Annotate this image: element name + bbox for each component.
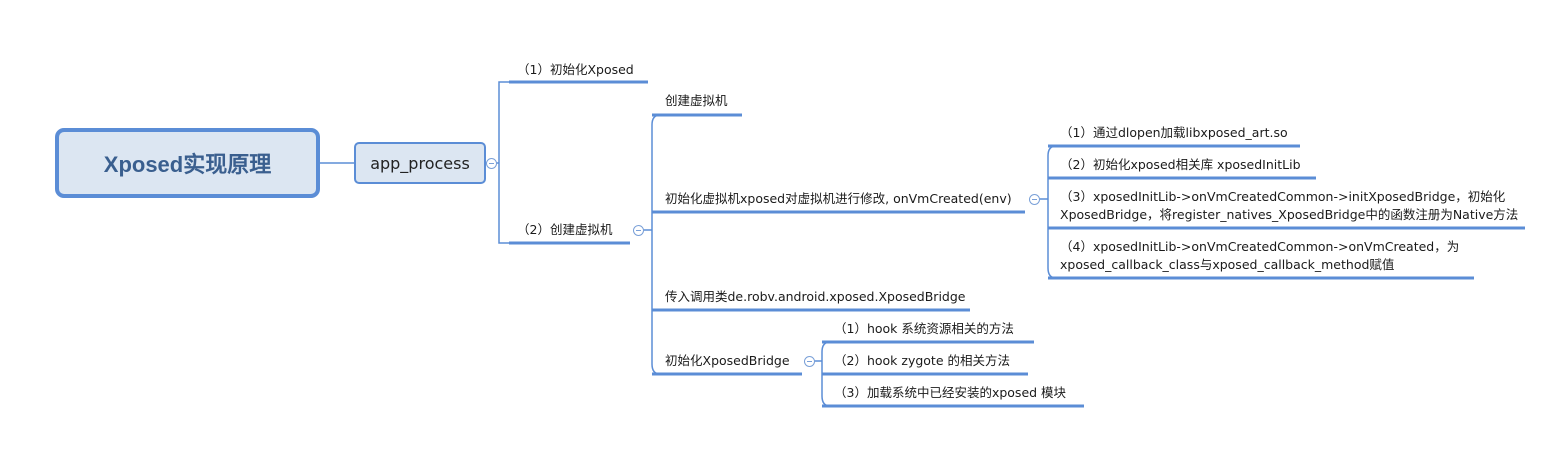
topic-create-vm[interactable]: （2）创建虚拟机: [517, 222, 613, 237]
collapse-icon[interactable]: [486, 158, 497, 169]
vm-step-3-line-2: XposedBridge，将register_natives_XposedBri…: [1060, 207, 1519, 222]
subtopic-init-vm[interactable]: 初始化虚拟机xposed对虚拟机进行修改, onVmCreated(env): [665, 191, 1012, 206]
subtopic-init-bridge[interactable]: 初始化XposedBridge: [665, 353, 790, 368]
collapse-icon[interactable]: [1029, 194, 1040, 205]
collapse-icon[interactable]: [633, 225, 644, 236]
collapse-icon[interactable]: [804, 356, 815, 367]
subtopic-create-vm[interactable]: 创建虚拟机: [665, 93, 728, 108]
bridge-step-1[interactable]: （1）hook 系统资源相关的方法: [834, 321, 1014, 336]
vm-step-1[interactable]: （1）通过dlopen加载libxposed_art.so: [1060, 125, 1288, 140]
main-topic-app-process[interactable]: app_process: [354, 142, 486, 184]
vm-step-4-line-2: xposed_callback_class与xposed_callback_me…: [1060, 257, 1395, 272]
subtopic-pass-class[interactable]: 传入调用类de.robv.android.xposed.XposedBridge: [665, 289, 966, 304]
vm-step-3-line-1: （3）xposedInitLib->onVmCreatedCommon->ini…: [1060, 189, 1506, 204]
vm-step-3[interactable]: （3）xposedInitLib->onVmCreatedCommon->ini…: [1060, 188, 1518, 224]
bridge-step-3[interactable]: （3）加载系统中已经安装的xposed 模块: [834, 385, 1067, 400]
vm-step-4-line-1: （4）xposedInitLib->onVmCreatedCommon->onV…: [1060, 239, 1460, 254]
vm-step-4[interactable]: （4）xposedInitLib->onVmCreatedCommon->onV…: [1060, 238, 1459, 274]
vm-step-2[interactable]: （2）初始化xposed相关库 xposedInitLib: [1060, 157, 1301, 172]
topic-init-xposed[interactable]: （1）初始化Xposed: [517, 62, 634, 77]
bridge-step-2[interactable]: （2）hook zygote 的相关方法: [834, 353, 1010, 368]
root-topic[interactable]: Xposed实现原理: [55, 128, 320, 198]
